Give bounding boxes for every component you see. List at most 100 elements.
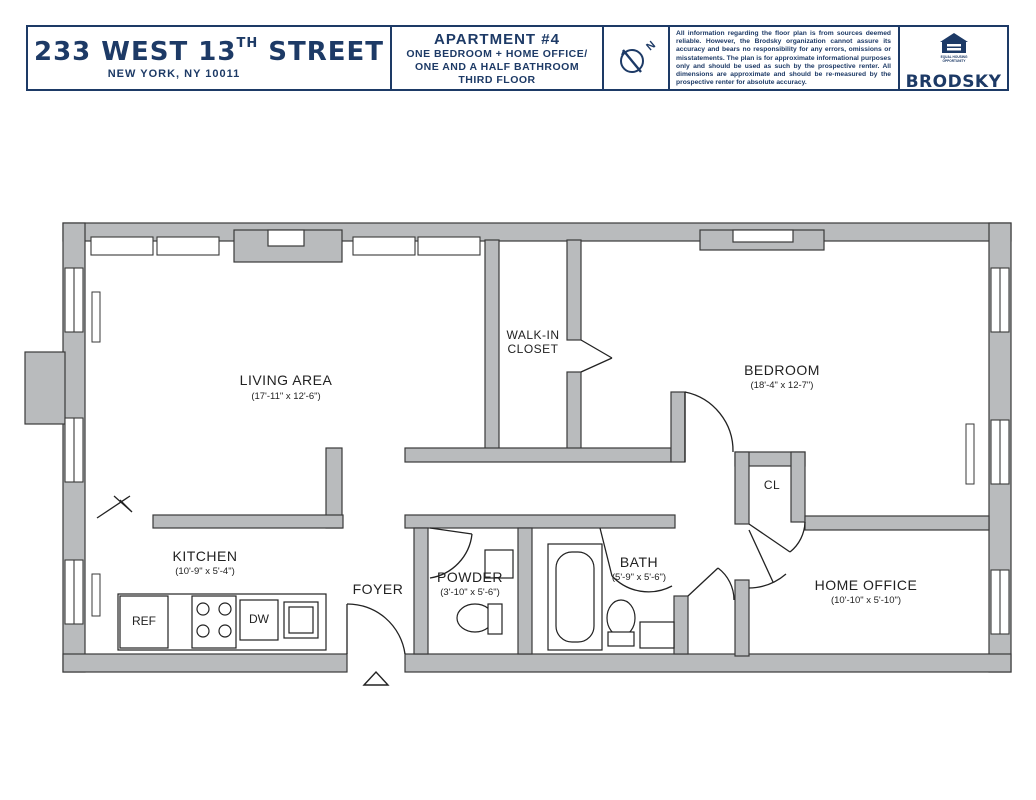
kitchen-sink-basin	[288, 606, 314, 634]
office-door	[748, 529, 774, 583]
office-door-swing	[748, 573, 787, 589]
stove	[191, 595, 237, 649]
bath-dims: (5'-9" x 5'-6")	[611, 572, 667, 583]
eho-label-2: OPPORTUNITY	[942, 59, 966, 63]
refrigerator	[119, 595, 169, 649]
kitchen-fixtures	[117, 593, 327, 651]
radiators	[91, 291, 975, 617]
toilet-tank	[607, 631, 635, 647]
bedroom-dims: (18'-4" x 12-7")	[750, 380, 814, 391]
closet-cl-label: CL	[763, 478, 781, 492]
chimney-niche	[267, 229, 305, 247]
toilet	[606, 599, 636, 637]
south-wall-east	[404, 653, 1012, 673]
kitchen-partition	[152, 514, 344, 529]
hall-north-wall	[404, 447, 672, 463]
bath-east-wall	[673, 595, 689, 655]
cl-door	[748, 523, 791, 553]
powder-door	[429, 527, 473, 535]
burner	[218, 602, 232, 616]
apartment-floor: THIRD FLOOR	[458, 74, 536, 86]
window	[352, 236, 416, 256]
bedroom-door-jamb	[670, 391, 686, 463]
foyer-label: FOYER	[352, 581, 404, 597]
walk-in-closet-label-1: WALK-IN	[506, 328, 560, 342]
address-city: NEW YORK, NY 10011	[107, 68, 241, 80]
closet-door	[580, 339, 613, 359]
south-wall-west	[62, 653, 348, 673]
north-compass-icon: N	[620, 39, 658, 73]
dishwasher-label: DW	[249, 612, 269, 626]
bath-door	[687, 567, 719, 597]
walk-in-closet-label-2: CLOSET	[507, 342, 559, 356]
bath-fixtures	[456, 543, 675, 651]
kitchen-door-swing	[113, 495, 133, 513]
living-area-label: LIVING AREA	[239, 372, 333, 388]
apartment-type: ONE BEDROOM + HOME OFFICE/	[406, 48, 588, 60]
bathtub-basin	[555, 551, 595, 643]
equal-housing-icon: EQUAL HOUSING OPPORTUNITY	[939, 33, 968, 63]
powder-east-wall	[517, 527, 533, 655]
burner	[196, 602, 210, 616]
kitchen-label: KITCHEN	[172, 548, 238, 564]
brand-logo: BRODSKY	[905, 72, 1002, 92]
logo-block: EQUAL HOUSING OPPORTUNITY BRODSKY	[900, 27, 1007, 92]
window	[156, 236, 220, 256]
bath-north-wall	[404, 514, 676, 529]
address-block: 233 WEST 13TH STREET NEW YORK, NY 10011	[28, 27, 392, 89]
powder-room-dims: (3'-10" x 5'-6")	[440, 587, 500, 598]
cl-east-wall	[790, 451, 806, 523]
entry-arrow-icon	[362, 670, 390, 686]
powder-room-label: POWDER	[437, 569, 503, 585]
compass-block: N	[604, 27, 670, 89]
address-ordinal-suffix: TH	[236, 36, 259, 52]
doors	[96, 339, 806, 655]
closet-east-wall-bottom	[566, 371, 582, 453]
kitchen-dims: (10'-9" x 5'-4")	[175, 566, 235, 577]
bedroom-door-swing	[684, 391, 734, 453]
home-office-dims: (10'-10" x 5'-10")	[830, 595, 902, 606]
bath-door-swing	[717, 567, 735, 601]
apartment-title: APARTMENT #4	[434, 31, 560, 48]
closet-east-wall-top	[566, 239, 582, 341]
powder-door-swing	[429, 533, 473, 579]
window	[90, 236, 154, 256]
apartment-block: APARTMENT #4 ONE BEDROOM + HOME OFFICE/ …	[392, 27, 604, 89]
powder-toilet-tank	[487, 603, 503, 635]
bedroom-chimney-niche	[732, 229, 794, 243]
west-bump	[24, 351, 66, 425]
home-office-label: HOME OFFICE	[814, 577, 918, 593]
bath-label: BATH	[619, 554, 659, 570]
entry-door-swing	[346, 603, 406, 655]
refrigerator-label: REF	[132, 614, 156, 628]
powder-west-wall	[413, 527, 429, 655]
bath-sink	[639, 621, 675, 649]
cl-door-swing	[789, 521, 806, 553]
bedroom-label: BEDROOM	[744, 362, 820, 378]
closet-west-wall	[484, 239, 500, 453]
bath-door-2-swing	[611, 575, 673, 593]
address-street-number: 233 WEST 13	[33, 37, 237, 67]
disclaimer-text: All information regarding the floor plan…	[670, 27, 900, 89]
eho-label-1: EQUAL HOUSING	[940, 55, 967, 59]
living-area-dims: (17'-11" x 12'-6")	[251, 391, 321, 402]
radiator	[91, 291, 101, 343]
radiator	[91, 573, 101, 617]
dishwasher	[239, 599, 279, 641]
address-title: 233 WEST 13TH STREET	[28, 36, 390, 67]
closet-door	[580, 357, 613, 373]
powder-sink	[484, 549, 514, 579]
window	[417, 236, 481, 256]
address-street-name: STREET	[258, 37, 384, 67]
kitchen-door	[96, 495, 131, 519]
radiator	[965, 423, 975, 485]
office-west-wall	[734, 579, 750, 657]
cl-west-wall	[734, 451, 750, 525]
bedroom-south-wall	[804, 515, 990, 531]
apartment-baths: ONE AND A HALF BATHROOM	[414, 61, 580, 73]
burner	[218, 624, 232, 638]
burner	[196, 624, 210, 638]
windows	[64, 236, 1010, 635]
bath-door-2	[599, 527, 613, 577]
